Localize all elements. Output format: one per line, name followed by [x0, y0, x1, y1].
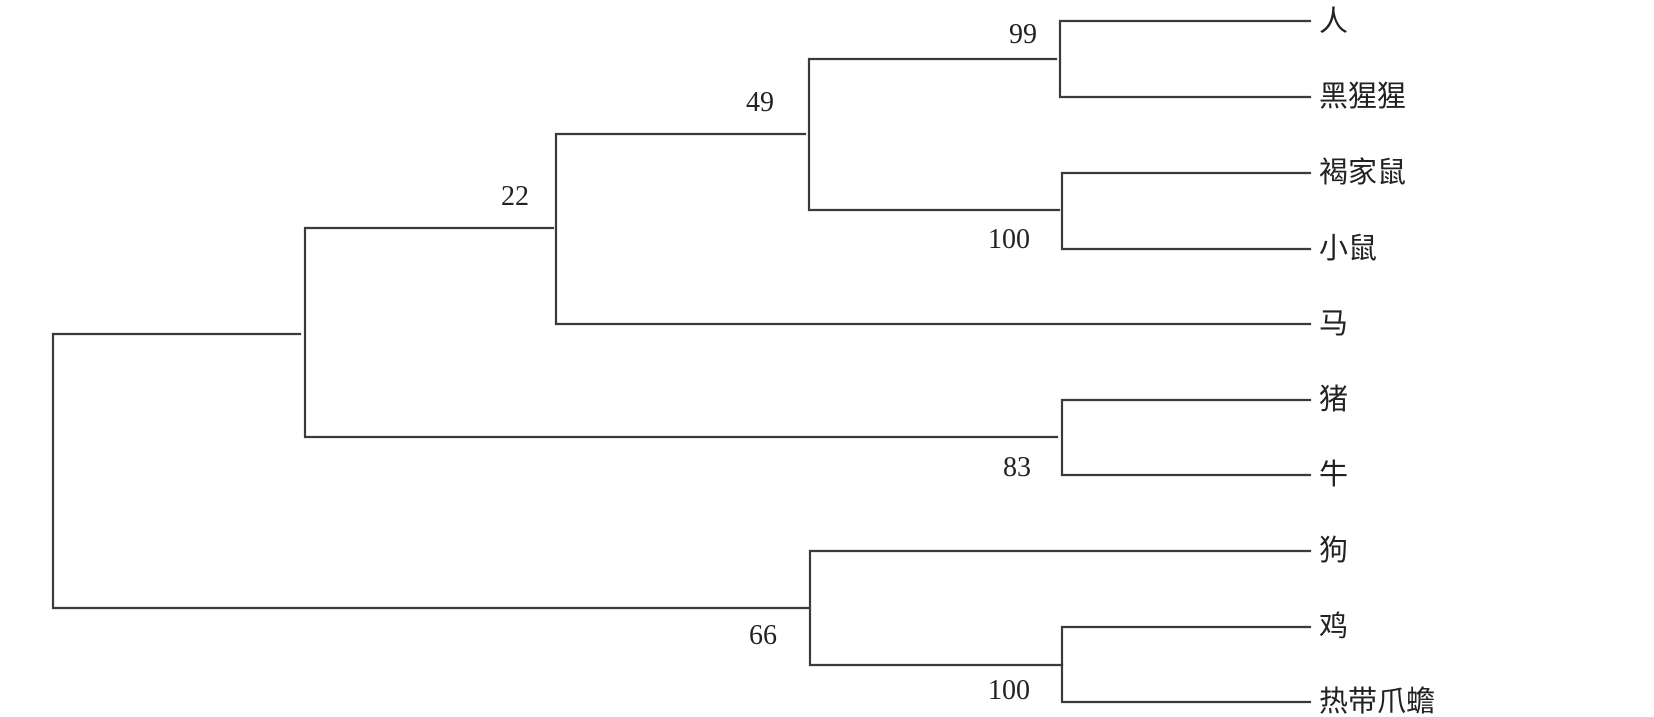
support-with-horse: 22: [501, 181, 529, 212]
taxon-chimpanzee: 黑猩猩: [1319, 79, 1406, 113]
taxon-mouse: 小鼠: [1319, 231, 1377, 265]
support-dog-group: 66: [749, 620, 777, 651]
taxon-frog: 热带爪蟾: [1319, 684, 1435, 717]
taxon-human: 人: [1319, 4, 1348, 38]
support-human-chimp: 99: [1009, 19, 1037, 50]
branch-node-rodents: [1060, 171, 1312, 251]
support-primates-rodents: 49: [746, 87, 774, 118]
taxon-chicken: 鸡: [1319, 609, 1348, 643]
branch-node-a: [303, 226, 1059, 439]
support-rodents: 100: [988, 224, 1030, 255]
taxon-rat: 褐家鼠: [1319, 155, 1406, 189]
branch-node-22: [554, 132, 1312, 326]
branch-node-66: [808, 549, 1312, 667]
taxon-cow: 牛: [1319, 457, 1348, 491]
taxon-horse: 马: [1319, 306, 1348, 340]
branch-node-99: [1058, 19, 1312, 99]
support-pig-cow: 83: [1003, 452, 1031, 483]
branch-node-83: [1060, 398, 1312, 477]
support-chicken-frog: 100: [988, 675, 1030, 706]
branch-node-49: [807, 57, 1061, 212]
taxon-dog: 狗: [1319, 533, 1348, 567]
branch-node-chicken-frog: [1060, 625, 1312, 704]
taxon-pig: 猪: [1319, 382, 1348, 416]
branch-root: [51, 332, 810, 610]
